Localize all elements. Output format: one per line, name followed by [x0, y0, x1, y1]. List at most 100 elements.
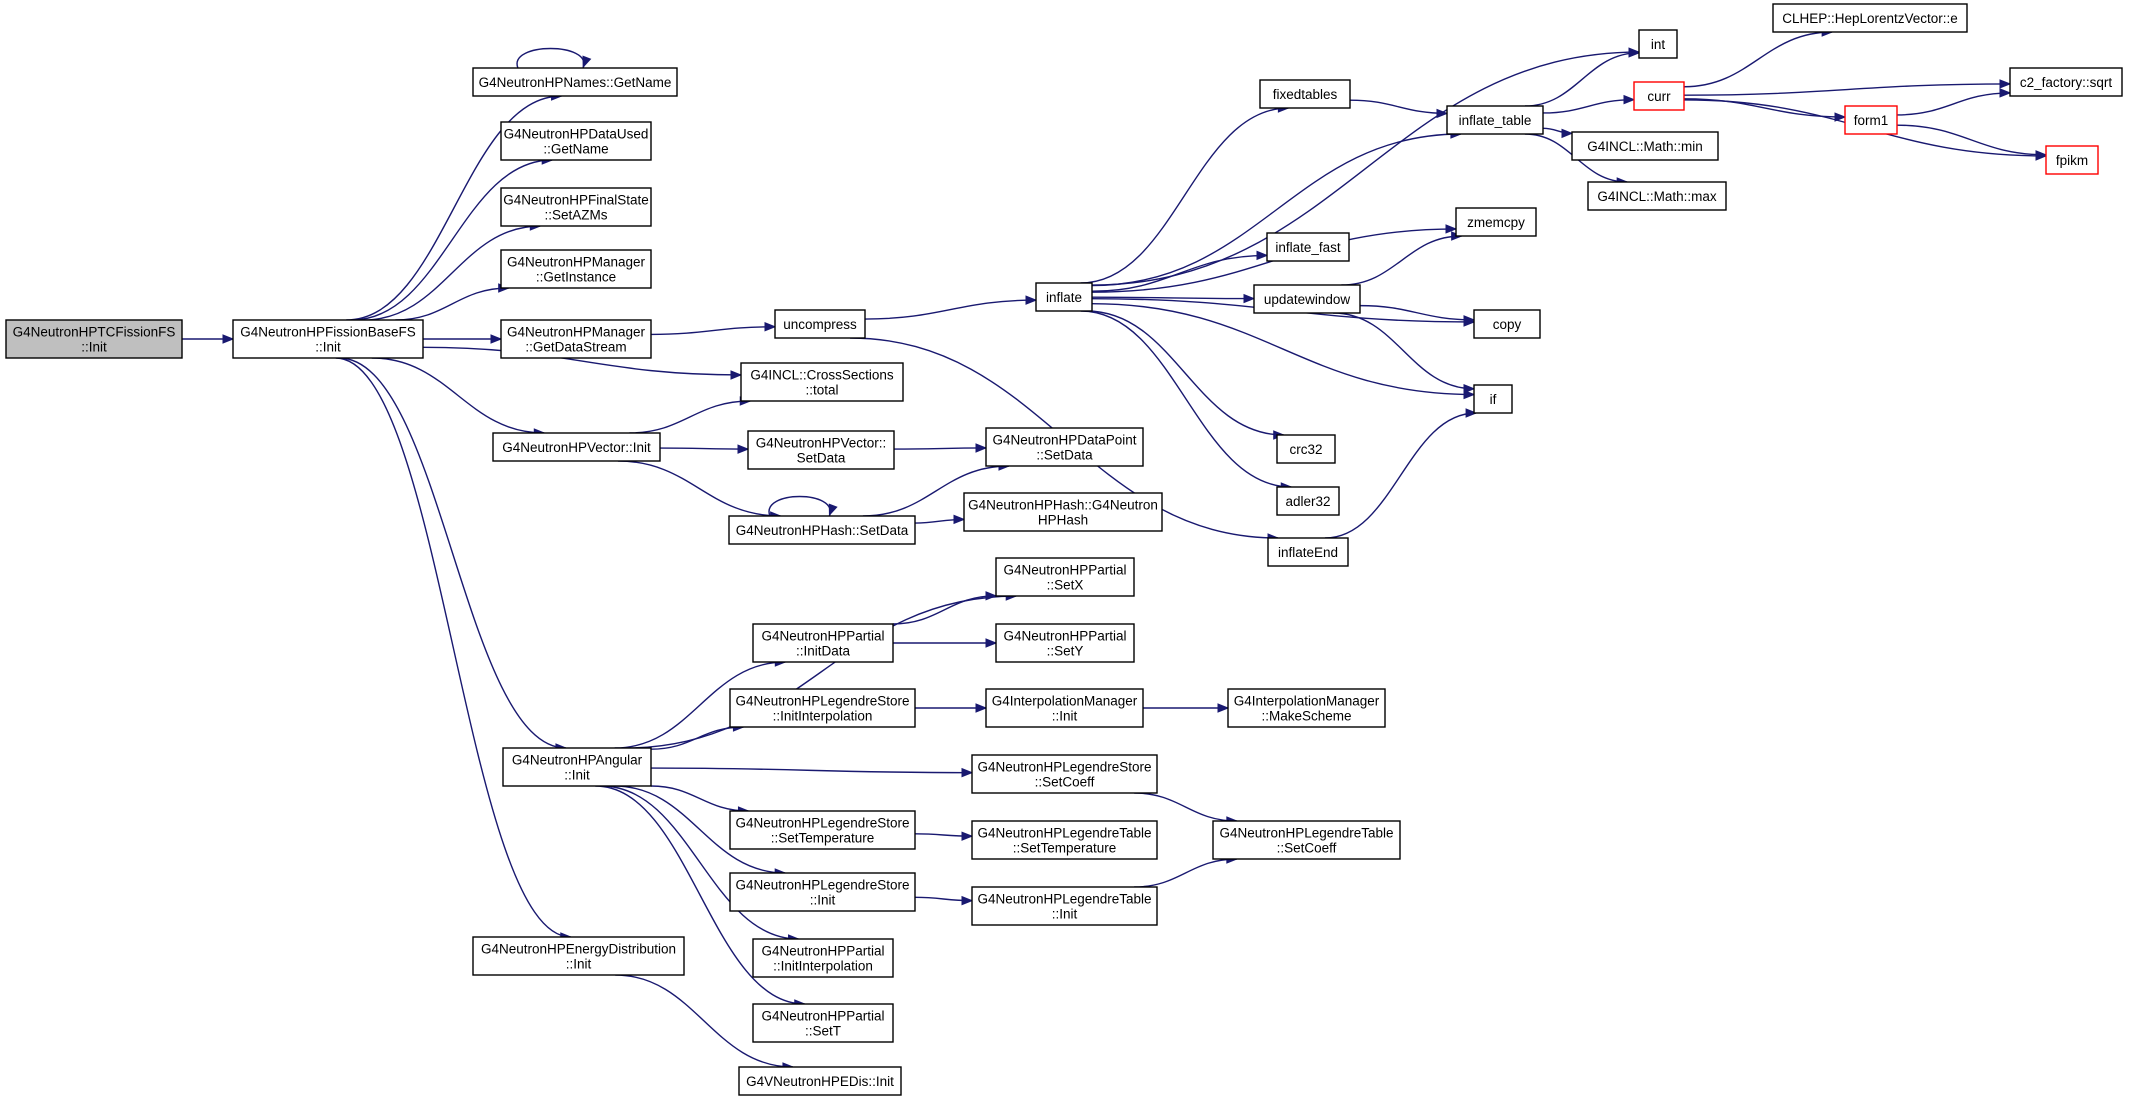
edge-line — [1134, 792, 1237, 822]
node-legSetCoeff[interactable]: G4NeutronHPLegendreStore::SetCoeff — [971, 754, 1158, 794]
node-box — [500, 187, 652, 227]
edge-inflate-to-updatewindow — [1091, 293, 1256, 304]
node-inflateEnd[interactable]: inflateEnd — [1267, 537, 1349, 567]
node-label: G4NeutronHPLegendreStore — [735, 694, 909, 709]
edge-line — [601, 785, 799, 940]
node-mathMax[interactable]: G4INCL::Math::max — [1587, 181, 1727, 211]
edge-arrowhead — [582, 55, 592, 69]
node-int[interactable]: int — [1638, 29, 1678, 59]
node-label: G4INCL::Math::min — [1587, 139, 1703, 154]
node-vecSetData[interactable]: G4NeutronHPVector::SetData — [747, 430, 895, 470]
node-updatewindow[interactable]: updatewindow — [1253, 284, 1361, 314]
node-mgrStream[interactable]: G4NeutronHPManager::GetDataStream — [500, 319, 652, 359]
node-root[interactable]: G4NeutronHPTCFissionFS::Init — [5, 319, 183, 359]
edge-angInit-to-legSetCoeff — [650, 767, 974, 778]
node-legTblSetCoeff[interactable]: G4NeutronHPLegendreTable::SetCoeff — [1212, 820, 1401, 860]
node-interpScheme[interactable]: G4InterpolationManager::MakeScheme — [1227, 688, 1386, 728]
node-box — [971, 820, 1158, 860]
node-label: ::GetName — [543, 142, 608, 157]
edge-vecInit-to-vecSetData — [659, 444, 750, 454]
node-mgrInst[interactable]: G4NeutronHPManager::GetInstance — [500, 249, 652, 289]
node-legTblSetTemp[interactable]: G4NeutronHPLegendreTable::SetTemperature — [971, 820, 1158, 860]
node-hashCtor[interactable]: G4NeutronHPHash::G4NeutronHPHash — [963, 492, 1163, 532]
node-mathMin[interactable]: G4INCL::Math::min — [1571, 131, 1719, 161]
node-box — [472, 67, 678, 97]
node-label: G4NeutronHPFinalState — [503, 193, 649, 208]
node-uncompress[interactable]: uncompress — [774, 309, 866, 339]
edge-arrowhead — [1999, 79, 2012, 89]
node-zmemcpy[interactable]: zmemcpy — [1455, 207, 1537, 237]
edge-line — [1333, 312, 1475, 390]
node-angInit[interactable]: G4NeutronHPAngular::Init — [502, 747, 652, 787]
node-form1[interactable]: form1 — [1844, 105, 1898, 135]
node-legTblInit[interactable]: G4NeutronHPLegendreTable::Init — [971, 886, 1158, 926]
edge-baseInit-to-mgrInst — [395, 283, 511, 321]
node-label: fpikm — [2056, 153, 2088, 168]
node-if[interactable]: if — [1473, 384, 1513, 414]
node-crc32[interactable]: crc32 — [1276, 434, 1336, 464]
node-dpSetData[interactable]: G4NeutronHPDataPoint::SetData — [985, 427, 1144, 467]
node-box — [752, 623, 894, 663]
node-legInterp[interactable]: G4NeutronHPLegendreStore::InitInterpolat… — [729, 688, 916, 728]
node-edisInit[interactable]: G4VNeutronHPEDis::Init — [738, 1066, 902, 1096]
node-label: c2_factory::sqrt — [2020, 75, 2113, 90]
node-namesGet[interactable]: G4NeutronHPNames::GetName — [472, 67, 678, 97]
node-partSetX[interactable]: G4NeutronHPPartial::SetX — [995, 557, 1135, 597]
node-fixedtables[interactable]: fixedtables — [1259, 79, 1351, 109]
edge-hashSetData-to-hashCtor — [914, 514, 966, 525]
node-label: G4NeutronHPAngular — [512, 753, 643, 768]
edge-arrowhead — [1436, 108, 1449, 119]
node-c2sqrt[interactable]: c2_factory::sqrt — [2009, 67, 2123, 97]
edge-namesGet-to-namesGet — [516, 47, 592, 69]
node-label: ::Init — [566, 957, 592, 972]
node-inflateTable[interactable]: inflate_table — [1446, 105, 1544, 135]
node-label: HPHash — [1038, 513, 1088, 528]
node-inflateFast[interactable]: inflate_fast — [1266, 232, 1350, 262]
node-partInitData[interactable]: G4NeutronHPPartial::InitData — [752, 623, 894, 663]
node-finalSetAZ[interactable]: G4NeutronHPFinalState::SetAZMs — [500, 187, 652, 227]
node-legInit[interactable]: G4NeutronHPLegendreStore::Init — [729, 872, 916, 912]
node-xsTotal[interactable]: G4INCL::CrossSections::total — [740, 362, 904, 402]
node-label: G4InterpolationManager — [992, 694, 1138, 709]
node-curr[interactable]: curr — [1633, 81, 1685, 111]
edge-line — [1091, 133, 1461, 287]
edge-curr-to-clhep — [1683, 27, 1834, 88]
node-box — [5, 319, 183, 359]
node-dataUsedGet[interactable]: G4NeutronHPDataUsed::GetName — [500, 121, 652, 161]
edge-legSetCoeff-to-legTblSetCoeff — [1134, 792, 1239, 826]
node-adler32[interactable]: adler32 — [1276, 486, 1340, 516]
node-partInitInterp[interactable]: G4NeutronHPPartial::InitInterpolation — [752, 938, 894, 978]
node-box — [1259, 79, 1351, 109]
edge-form1-to-fpikm — [1896, 124, 2048, 160]
node-label: inflate_table — [1459, 113, 1532, 128]
node-clhep[interactable]: CLHEP::HepLorentzVector::e — [1772, 3, 1968, 33]
node-box — [1633, 81, 1685, 111]
edge-partInitData-to-partSetY — [893, 638, 998, 648]
node-legSetTemp[interactable]: G4NeutronHPLegendreStore::SetTemperature — [729, 810, 916, 850]
node-label: G4INCL::CrossSections — [750, 368, 894, 383]
node-partSetY[interactable]: G4NeutronHPPartial::SetY — [995, 623, 1135, 663]
node-box — [985, 427, 1144, 467]
node-partSetT[interactable]: G4NeutronHPPartial::SetT — [752, 1003, 894, 1043]
node-interpInit[interactable]: G4InterpolationManager::Init — [985, 688, 1144, 728]
node-label: fixedtables — [1273, 87, 1338, 102]
node-vecInit[interactable]: G4NeutronHPVector::Init — [492, 432, 661, 462]
node-copy[interactable]: copy — [1473, 309, 1541, 339]
edge-line — [650, 726, 744, 750]
edge-vecInit-to-xsTotal — [629, 396, 752, 434]
edge-arrowhead — [1243, 293, 1256, 304]
edge-line — [1091, 51, 1640, 286]
edge-line — [1080, 310, 1292, 488]
node-box — [985, 688, 1144, 728]
edge-line — [659, 447, 749, 450]
node-fpikm[interactable]: fpikm — [2045, 145, 2099, 175]
edge-line — [346, 95, 562, 321]
node-box — [1571, 131, 1719, 161]
node-box — [2045, 145, 2099, 175]
node-inflate[interactable]: inflate — [1035, 282, 1093, 312]
node-box — [752, 1003, 894, 1043]
node-energyInit[interactable]: G4NeutronHPEnergyDistribution::Init — [472, 936, 685, 976]
node-hashSetData[interactable]: G4NeutronHPHash::SetData — [728, 515, 916, 545]
node-baseInit[interactable]: G4NeutronHPFissionBaseFS::Init — [232, 319, 424, 359]
edge-line — [1359, 304, 1475, 321]
